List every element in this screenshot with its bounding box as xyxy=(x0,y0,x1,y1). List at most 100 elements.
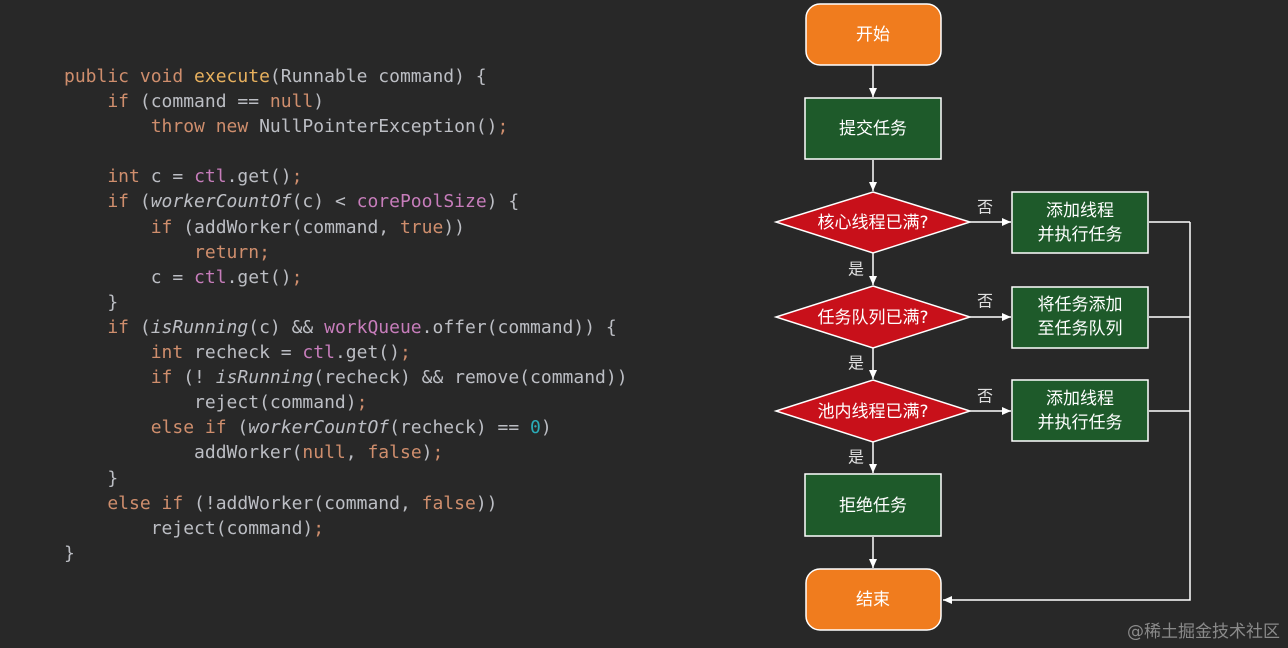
code-line: throw new NullPointerException(); xyxy=(64,114,628,139)
action-add-nonCore-thread xyxy=(1011,379,1149,442)
code-token: execute xyxy=(194,66,270,87)
edge-label-yes-1: 是 xyxy=(848,260,864,279)
code-line: else if (workerCountOf(recheck) == 0) xyxy=(64,415,628,440)
code-token: ( xyxy=(237,417,249,439)
code-token: if xyxy=(64,216,184,238)
code-token: true xyxy=(399,216,444,238)
action-enqueue-task xyxy=(1011,286,1149,349)
code-line: addWorker(null, false); xyxy=(64,440,628,465)
reject-label: 拒绝任务 xyxy=(839,496,907,516)
watermark: @稀土掘金技术社区 xyxy=(1127,622,1280,642)
code-token: return; xyxy=(64,241,270,263)
code-token: throw new xyxy=(64,116,260,138)
action-enqueue-task-line2: 至任务队列 xyxy=(1038,319,1123,339)
code-token: ctl xyxy=(194,266,227,288)
code-token: if xyxy=(64,191,140,213)
action-add-core-thread-line2: 并执行任务 xyxy=(1038,225,1123,245)
action-add-noncore-thread-line2: 并执行任务 xyxy=(1038,413,1123,433)
code-line: return; xyxy=(64,240,628,265)
code-line: else if (!addWorker(command, false)) xyxy=(64,491,628,516)
edge-label-yes-3: 是 xyxy=(848,448,864,467)
code-token: , xyxy=(345,442,368,464)
code-token: else if xyxy=(64,492,195,514)
code-line: } xyxy=(64,541,628,566)
submit-label: 提交任务 xyxy=(839,119,907,139)
code-token: if xyxy=(64,91,140,113)
code-token: else if xyxy=(64,417,238,439)
decision-queue-full xyxy=(773,285,973,349)
code-line: if (! isRunning(recheck) && remove(comma… xyxy=(64,365,628,390)
code-token: int xyxy=(64,342,195,364)
decision-core-full-label: 核心线程已满? xyxy=(817,213,928,233)
code-token: .get() xyxy=(226,166,292,188)
code-line: } xyxy=(64,466,628,491)
code-token: workerCountOf xyxy=(248,417,390,439)
code-token: workerCountOf xyxy=(150,191,292,213)
code-token: ; xyxy=(432,442,444,464)
code-token: .get() xyxy=(226,266,292,288)
reject-node xyxy=(804,473,942,537)
end-label: 结束 xyxy=(856,590,890,610)
code-token: } xyxy=(64,467,119,489)
code-token: (c) < xyxy=(291,191,357,213)
code-token: ( xyxy=(139,316,151,338)
code-line: if (command == null) xyxy=(64,89,628,114)
code-token: )) xyxy=(475,492,498,514)
code-line: reject(command); xyxy=(64,516,628,541)
code-block: public void execute(Runnable command) { … xyxy=(64,64,628,566)
code-token: ctl xyxy=(302,342,335,364)
edge-label-yes-2: 是 xyxy=(848,354,864,373)
edge-label-no-3: 否 xyxy=(977,387,993,406)
code-token: reject(command) xyxy=(64,392,357,414)
code-token: } xyxy=(64,542,75,564)
code-token: null xyxy=(269,91,314,113)
code-token: if xyxy=(64,316,140,338)
code-token: ( xyxy=(139,191,151,213)
code-token: ; xyxy=(313,517,325,539)
edge-label-no-2: 否 xyxy=(977,292,993,311)
code-token: (c) && xyxy=(248,316,325,338)
code-token: public void xyxy=(64,66,195,87)
code-line: if (addWorker(command, true)) xyxy=(64,215,628,240)
code-token: c = xyxy=(150,166,195,188)
code-token: ctl xyxy=(194,166,227,188)
code-token: (!addWorker(command, xyxy=(194,492,422,514)
code-token: recheck = xyxy=(194,342,303,364)
decision-core-full xyxy=(773,191,973,254)
code-line: reject(command); xyxy=(64,390,628,415)
code-token: (command == xyxy=(139,91,270,113)
edge-label-no-1: 否 xyxy=(977,198,993,217)
code-line: if (isRunning(c) && workQueue.offer(comm… xyxy=(64,315,628,340)
code-token: ; xyxy=(497,116,509,138)
code-token: if xyxy=(64,367,184,389)
code-token: ; xyxy=(399,342,411,364)
code-line: int c = ctl.get(); xyxy=(64,164,628,189)
code-line: int recheck = ctl.get(); xyxy=(64,340,628,365)
code-token: ; xyxy=(291,166,303,188)
decision-queue-full-label: 任务队列已满? xyxy=(817,308,928,328)
code-token: )) xyxy=(443,216,466,238)
start-node xyxy=(805,3,942,66)
code-token: (Runnable command) { xyxy=(269,66,487,87)
code-token: (recheck) == xyxy=(389,417,531,439)
connectors xyxy=(869,65,1191,604)
code-token: int xyxy=(64,166,151,188)
code-token: false xyxy=(367,442,422,464)
code-token: .get() xyxy=(334,342,400,364)
code-token: reject(command) xyxy=(64,517,314,539)
start-label: 开始 xyxy=(856,25,890,45)
code-token: ; xyxy=(356,392,368,414)
code-token: NullPointerException() xyxy=(259,116,498,138)
edge-merge-end xyxy=(943,222,1191,604)
code-token: null xyxy=(302,442,346,464)
code-line: c = ctl.get(); xyxy=(64,265,628,290)
code-token: ; xyxy=(291,266,303,288)
submit-node xyxy=(804,97,942,160)
action-add-core-thread-line1: 添加线程 xyxy=(1046,201,1114,221)
decision-pool-full-label: 池内线程已满? xyxy=(817,402,928,422)
code-token: 0 xyxy=(530,417,541,439)
code-token: corePoolSize xyxy=(356,191,487,213)
code-token: workQueue xyxy=(324,316,422,338)
code-line: public void execute(Runnable command) { xyxy=(64,64,628,89)
code-token: (addWorker(command, xyxy=(183,216,400,238)
